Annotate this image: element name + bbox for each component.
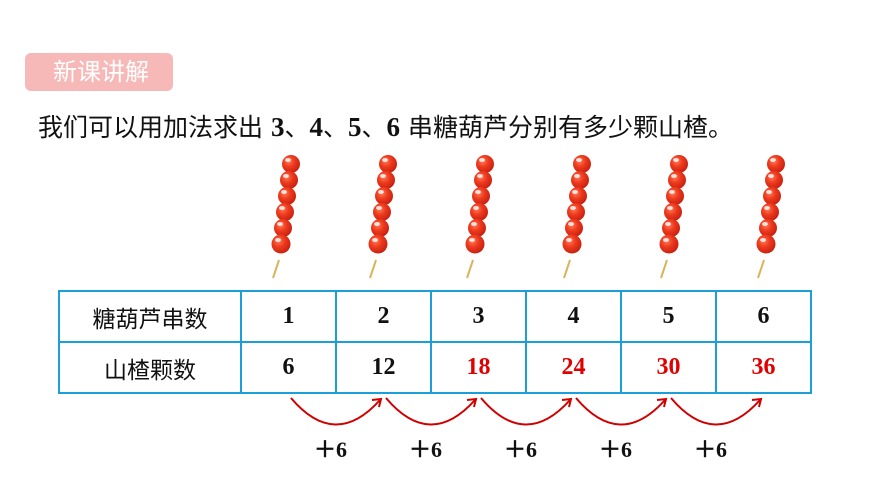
cell: 1	[240, 290, 337, 343]
section-badge: 新课讲解	[25, 53, 173, 91]
row-header-haw-count: 山楂颗数	[58, 341, 242, 394]
skewer-6	[755, 154, 786, 279]
separator: 、	[322, 113, 348, 142]
separator: 、	[284, 113, 310, 142]
cell: 6	[715, 290, 812, 343]
cell-highlighted: 30	[620, 341, 717, 394]
separator: 、	[361, 113, 387, 142]
skewer-4	[561, 154, 592, 279]
cell-highlighted: 24	[525, 341, 622, 394]
question-prefix: 我们可以用加法求出	[38, 113, 271, 142]
cell: 12	[335, 341, 432, 394]
skewer-3	[464, 154, 495, 279]
step-label: ＋6	[599, 437, 633, 462]
step-arrows	[290, 397, 763, 426]
question-number-5: 5	[347, 112, 362, 142]
section-badge-label: 新课讲解	[53, 58, 149, 86]
candied-haws-illustration	[270, 154, 786, 279]
skewer-5	[658, 154, 689, 279]
cell: 2	[335, 290, 432, 343]
cell: 4	[525, 290, 622, 343]
step-label: ＋6	[504, 437, 538, 462]
question-suffix: 串糖葫芦分别有多少颗山楂。	[400, 113, 733, 142]
question-number-4: 4	[309, 112, 323, 142]
step-label: ＋6	[409, 437, 443, 462]
arc-arrow-icon	[670, 397, 761, 426]
skewer-1	[270, 154, 301, 279]
step-label: ＋6	[314, 437, 348, 462]
table-row-skewers: 糖葫芦串数 1 2 3 4 5 6	[58, 290, 812, 343]
question-number-3: 3	[270, 112, 285, 142]
arc-arrow-icon	[480, 397, 571, 426]
arc-arrow-icon	[290, 397, 381, 426]
arc-arrow-icon	[385, 397, 476, 426]
step-label: ＋6	[694, 437, 728, 462]
row-header-skewer-count: 糖葫芦串数	[58, 290, 242, 343]
cell-highlighted: 18	[430, 341, 527, 394]
table-row-haws: 山楂颗数 6 12 18 24 30 36	[58, 341, 812, 394]
data-table: 糖葫芦串数 1 2 3 4 5 6 山楂颗数 6 12 18 24 30 36	[58, 290, 812, 394]
cell: 5	[620, 290, 717, 343]
cell-highlighted: 36	[715, 341, 812, 394]
question-number-6: 6	[386, 112, 401, 142]
arc-arrow-icon	[575, 397, 666, 426]
question-text: 我们可以用加法求出 3、4、5、6 串糖葫芦分别有多少颗山楂。	[38, 108, 733, 144]
skewer-2	[367, 154, 398, 279]
cell: 6	[240, 341, 337, 394]
cell: 3	[430, 290, 527, 343]
